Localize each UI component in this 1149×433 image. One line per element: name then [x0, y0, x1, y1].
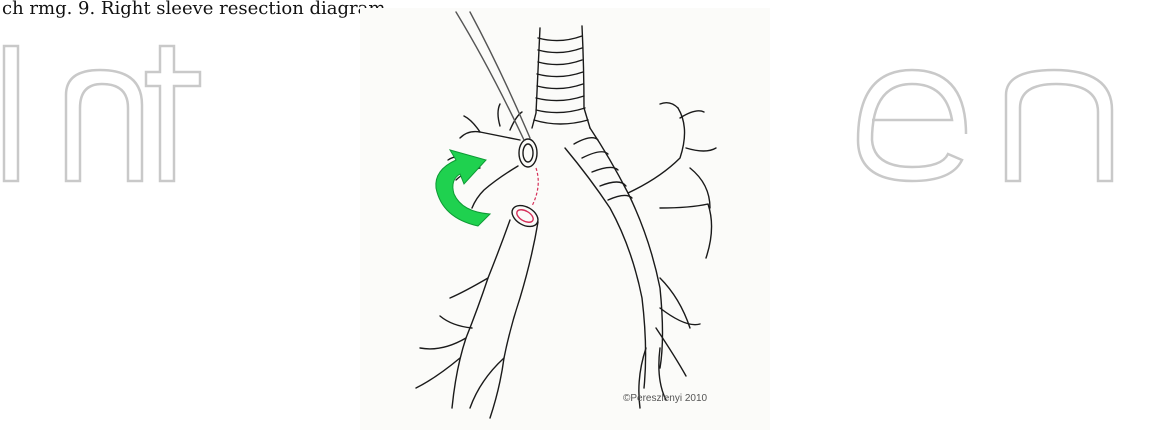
watermark-letter-e: [858, 84, 962, 181]
surgical-instrument: [456, 12, 530, 140]
figure-caption: ch rmg. 9. Right sleeve resection diagra…: [2, 0, 391, 19]
watermark-letter-n: [66, 70, 142, 181]
bronchial-tree-drawing: [360, 8, 770, 430]
resection-line: [532, 168, 538, 206]
rotation-arrow: [436, 150, 490, 226]
watermark-letter-t: [146, 46, 200, 181]
watermark-letter-n2: [1006, 70, 1112, 181]
right-lower-bronchus: [416, 201, 542, 418]
left-upper-branches: [628, 103, 716, 408]
trachea: [532, 26, 590, 128]
right-sleeve-resection-figure: ©Pereszlenyi 2010: [360, 8, 770, 430]
watermark-letter-i: [4, 46, 18, 181]
left-main-bronchus: [565, 128, 663, 388]
copyright-text: ©Pereszlenyi 2010: [623, 393, 707, 404]
